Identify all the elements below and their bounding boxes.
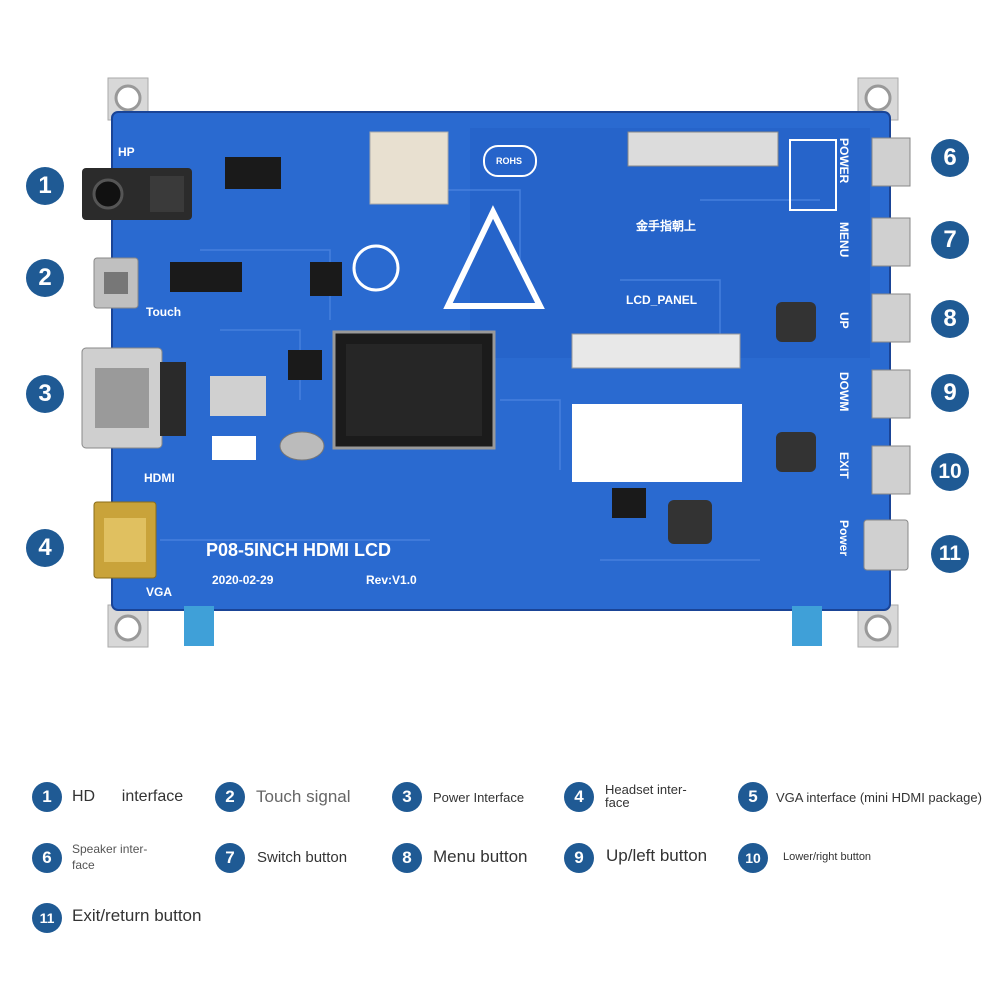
power-btn-label: POWER bbox=[837, 138, 851, 184]
gold-finger-label: 金手指朝上 bbox=[635, 218, 696, 233]
callout-7: 7 bbox=[931, 221, 969, 259]
legend-text-11: Exit/return button bbox=[72, 906, 202, 925]
mini-hdmi-vga-port bbox=[93, 501, 157, 579]
callout-3: 3 bbox=[26, 375, 64, 413]
callout-10: 10 bbox=[931, 453, 969, 491]
lcd-panel-label: LCD_PANEL bbox=[626, 293, 697, 307]
legend-badge-2: 2 bbox=[215, 782, 245, 812]
legend-badge-7: 7 bbox=[215, 843, 245, 873]
callout-4: 4 bbox=[26, 529, 64, 567]
legend-text-4: Headset inter- face bbox=[605, 782, 687, 810]
legend-badge-10: 10 bbox=[738, 843, 768, 873]
rohs-label: ROHS bbox=[496, 156, 522, 166]
exit-btn-label: EXIT bbox=[837, 452, 851, 479]
callout-6: 6 bbox=[931, 139, 969, 177]
legend-text-6: Speaker inter- face bbox=[72, 842, 148, 872]
side-buttons bbox=[863, 137, 911, 571]
callout-11: 11 bbox=[931, 535, 969, 573]
mounting-holes bbox=[107, 77, 899, 648]
audio-jack bbox=[82, 168, 192, 220]
legend-text-1: HD interface bbox=[72, 788, 184, 805]
power-port-label: Power bbox=[837, 520, 851, 556]
legend-text-9: Up/left button bbox=[606, 846, 708, 865]
down-btn-label: DOWM bbox=[837, 372, 851, 411]
legend-badge-9: 9 bbox=[564, 843, 594, 873]
board-revision: Rev:V1.0 bbox=[366, 573, 417, 587]
hp-label: HP bbox=[118, 145, 135, 159]
board-title: P08-5INCH HDMI LCD bbox=[206, 540, 391, 560]
legend-badge-3: 3 bbox=[392, 782, 422, 812]
menu-btn-label: MENU bbox=[837, 222, 851, 257]
micro-usb-touch bbox=[93, 257, 139, 309]
callout-2: 2 bbox=[26, 259, 64, 297]
legend-badge-6: 6 bbox=[32, 843, 62, 873]
hdmi-label: HDMI bbox=[144, 471, 175, 485]
legend-text-8: Menu button bbox=[433, 847, 528, 866]
touch-label: Touch bbox=[146, 305, 181, 319]
legend-badge-1: 1 bbox=[32, 782, 62, 812]
board-date: 2020-02-29 bbox=[212, 573, 274, 587]
legend-text-2: Touch signal bbox=[256, 787, 351, 806]
callout-8: 8 bbox=[931, 300, 969, 338]
legend-badge-11: 11 bbox=[32, 903, 62, 933]
legend-badge-8: 8 bbox=[392, 843, 422, 873]
pcb-board-illustration: HP Touch HDMI VGA LCD_PANEL ROHS 金手指朝上 P… bbox=[81, 77, 911, 648]
legend-text-7: Switch button bbox=[257, 849, 348, 866]
main-chip bbox=[332, 330, 496, 450]
legend-text-5: VGA interface (mini HDMI package) bbox=[776, 790, 982, 805]
legend-badge-4: 4 bbox=[564, 782, 594, 812]
vga-label: VGA bbox=[146, 585, 172, 599]
callout-1: 1 bbox=[26, 167, 64, 205]
legend-text-3: Power Interface bbox=[433, 790, 525, 805]
callout-9: 9 bbox=[931, 374, 969, 412]
hdmi-port bbox=[81, 347, 186, 449]
legend-badge-5: 5 bbox=[738, 782, 768, 812]
legend-text-10: Lower/right button bbox=[783, 851, 872, 863]
up-btn-label: UP bbox=[837, 312, 851, 329]
